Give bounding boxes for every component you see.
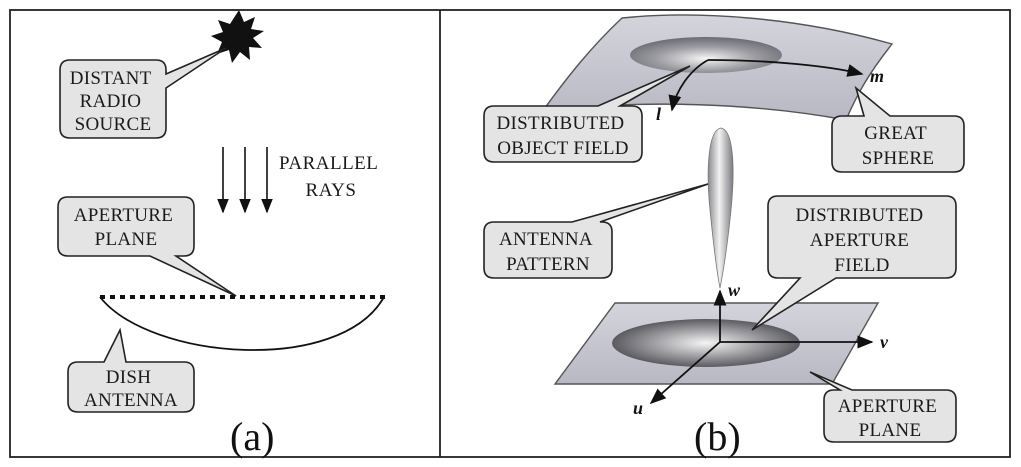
svg-text:DISTRIBUTED OBJECT FIELD: DISTRIBUTED OBJECT FIELD <box>497 113 630 159</box>
svg-text:DISH ANTENNA: DISH ANTENNA <box>84 367 178 411</box>
distributed-object-field-line1: DISTRIBUTED <box>497 113 625 134</box>
callout-distributed-aperture-field <box>751 195 957 331</box>
callout-distant-radio-source <box>59 47 227 139</box>
axis-v-label: v <box>880 332 889 352</box>
svg-text:GREAT SPHERE: GREAT SPHERE <box>862 123 935 169</box>
callout-great-sphere <box>831 85 965 173</box>
aperture-plane-a-line2: PLANE <box>95 229 158 250</box>
aperture-plane-b-line2: PLANE <box>859 420 922 441</box>
axis-u-line <box>649 341 721 405</box>
distributed-aperture-field-line2: APERTURE <box>810 230 909 251</box>
antenna-pattern-line1: ANTENNA <box>499 229 593 250</box>
great-sphere-line2: SPHERE <box>862 148 935 169</box>
parallel-rays-line1: PARALLEL <box>279 153 378 174</box>
antenna-pattern-line2: PATTERN <box>506 254 590 275</box>
dish-antenna-line1: DISH <box>106 367 152 388</box>
great-sphere-line1: GREAT <box>864 123 927 144</box>
dish-antenna-curve <box>99 296 385 351</box>
distant-radio-source-line1: DISTANT <box>70 68 152 89</box>
callout-distributed-object-field <box>483 65 691 163</box>
axis-w-label: w <box>728 280 741 300</box>
callout-antenna-pattern <box>483 183 709 279</box>
callout-dish-antenna <box>67 327 195 413</box>
axis-l-label: l <box>656 104 661 124</box>
svg-text:DISTANT RADIO SOUR: DISTANT RADIO SOURCE <box>70 68 157 135</box>
callout-aperture-plane-b <box>809 371 957 443</box>
svg-text:ANTENNA PATTERN: ANTENNA PATTERN <box>499 229 597 275</box>
aperture-plane-a-line1: APERTURE <box>74 205 173 226</box>
distant-radio-source-line3: SOURCE <box>75 114 152 135</box>
distributed-aperture-field-line1: DISTRIBUTED <box>796 205 924 226</box>
distant-radio-source-line2: RADIO <box>80 91 142 112</box>
axis-m-label: m <box>870 66 884 86</box>
svg-text:APERTURE PLANE: APERTURE PLANE <box>838 396 943 441</box>
svg-text:PARALLEL RAYS: PARALLEL RAYS <box>279 153 383 201</box>
parallel-rays-line2: RAYS <box>306 180 357 201</box>
panel-a: DISTANT RADIO SOURCE PARALLEL RAYS APERT… <box>57 10 385 459</box>
dish-antenna-line2: ANTENNA <box>84 390 178 411</box>
distributed-aperture-field-line3: FIELD <box>834 255 889 276</box>
object-field-blob <box>630 37 782 73</box>
svg-text:APERTURE PLANE: APERTURE PLANE <box>74 205 179 250</box>
aperture-plane-b-line1: APERTURE <box>838 396 937 417</box>
panel-a-label: (a) <box>230 414 274 459</box>
axis-m-curve <box>707 59 864 77</box>
distributed-object-field-line2: OBJECT FIELD <box>497 138 629 159</box>
axis-u-label: u <box>633 398 643 418</box>
callout-aperture-plane-a <box>57 196 237 297</box>
antenna-pattern-lobe <box>707 127 734 289</box>
aperture-field-blob <box>612 319 800 367</box>
panel-b-label: (b) <box>694 414 741 459</box>
svg-text:DISTRIBUTED APERTURE: DISTRIBUTED APERTURE FIELD <box>796 205 929 276</box>
axis-l-curve <box>668 59 709 112</box>
panel-b: m l DISTRIBUTED OBJECT FIELD GREAT SPHER… <box>483 14 965 459</box>
